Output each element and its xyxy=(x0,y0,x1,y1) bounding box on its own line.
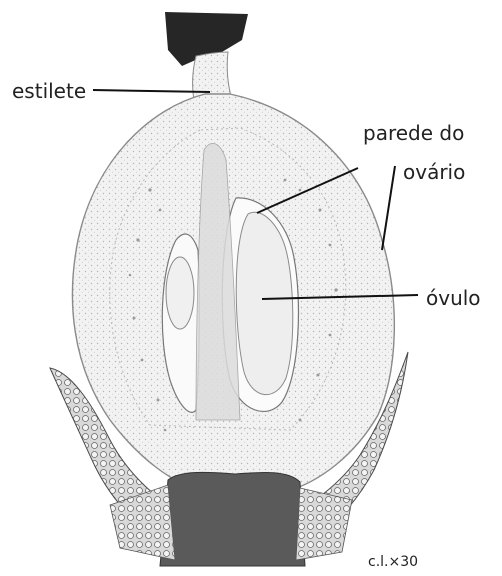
ovule-label: óvulo xyxy=(426,286,481,310)
left-ovule xyxy=(166,257,194,329)
magnification-label: c.l.×30 xyxy=(368,554,418,570)
ovary-wall-label-line1: parede do xyxy=(363,121,464,145)
receptacle-base xyxy=(160,472,305,566)
ovary-wall-label-line2: ovário xyxy=(403,160,465,184)
ovary-wall-leader-line-2 xyxy=(382,166,395,250)
style-label: estilete xyxy=(12,79,86,103)
